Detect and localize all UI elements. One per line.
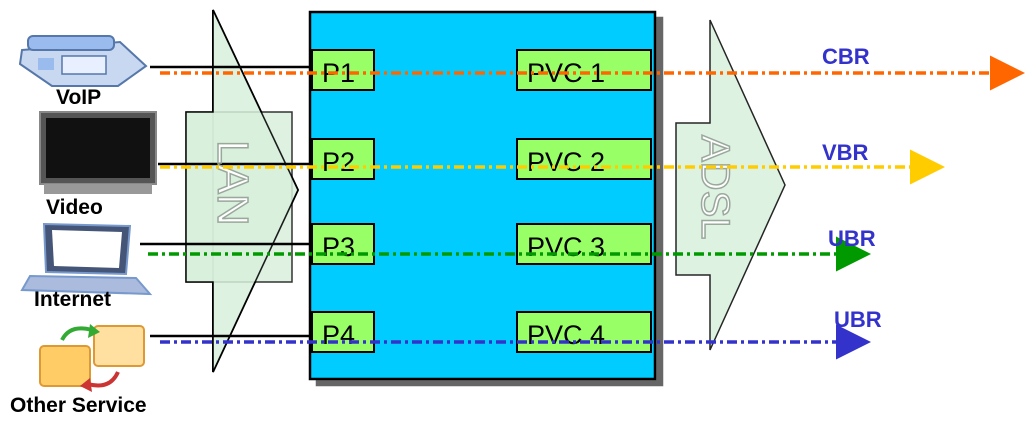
device-connectors [140, 65, 312, 338]
pvc-group [516, 49, 652, 353]
rate-label: UBR [828, 226, 876, 251]
services-icon [39, 324, 145, 392]
port-p2 [311, 138, 375, 180]
device-label-internet: Internet [34, 288, 111, 311]
pvc-2 [516, 138, 652, 180]
port-group [311, 49, 375, 353]
port-label: P3 [322, 232, 355, 262]
rate-label: UBR [834, 307, 882, 332]
port-p4 [311, 311, 375, 353]
port-p1 [311, 49, 375, 91]
pvc-label: PVC 4 [527, 320, 605, 350]
laptop-icon [20, 222, 153, 296]
pvc-1 [516, 49, 652, 91]
pvc-4 [516, 311, 652, 353]
phone-icon [18, 35, 148, 87]
rate-label: CBR [822, 44, 870, 69]
rate-label: VBR [822, 140, 869, 165]
lan-label: LAN [208, 140, 257, 226]
pvc-3 [516, 223, 652, 265]
adsl-funnel [675, 19, 786, 351]
pvc-label: PVC 3 [527, 232, 605, 262]
device-label-video: Video [46, 196, 103, 219]
pvc-label: PVC 2 [527, 147, 605, 177]
device-label-voip: VoIP [56, 86, 101, 109]
adsl-label: ADSL [693, 135, 737, 240]
port-p3 [311, 223, 375, 265]
port-label: P2 [322, 147, 355, 177]
device-label-other: Other Service [10, 394, 147, 417]
traffic-lines [148, 55, 1025, 360]
tv-icon [39, 111, 157, 194]
port-label: P4 [322, 320, 355, 350]
lan-funnel [185, 9, 300, 373]
